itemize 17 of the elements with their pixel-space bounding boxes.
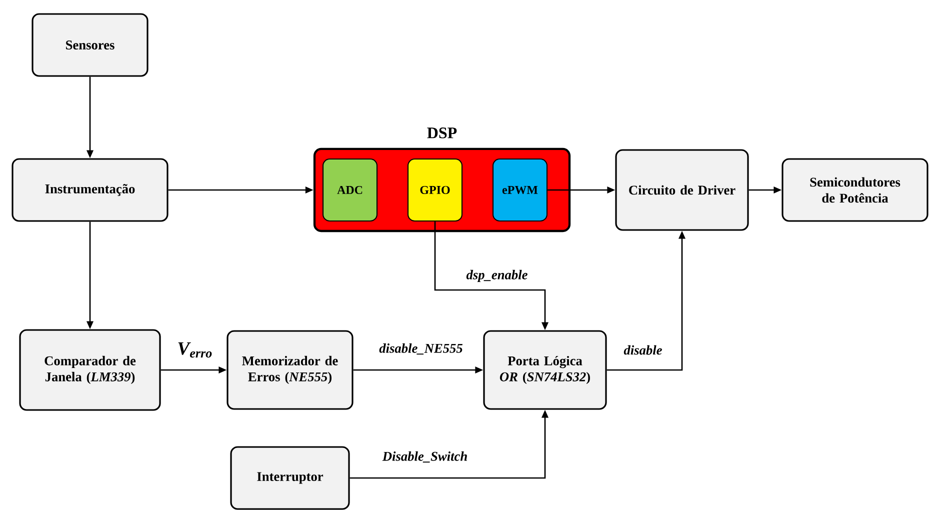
node-label: DSP	[427, 128, 457, 138]
module-box: ADC	[322, 158, 378, 222]
process-box: Interruptor	[230, 446, 350, 510]
process-box: Memorizador de Erros (NE555)	[226, 330, 354, 410]
module-box: GPIO	[407, 158, 463, 222]
edge-label: dsp_enable	[464, 268, 530, 284]
process-box: Circuito de Driver	[615, 149, 749, 231]
module-box: ePWM	[492, 158, 548, 222]
edge-label: disable	[622, 344, 664, 356]
edge-label: disable_NE555	[378, 342, 464, 356]
process-box: Comparador de Janela (LM339)	[19, 329, 161, 411]
edge-label: Disable_Switch	[381, 450, 469, 464]
edge-label: V$_{erro}$	[176, 341, 214, 359]
process-box: Instrumentação	[12, 158, 168, 222]
process-box: Sensores	[32, 13, 148, 77]
process-box: Porta Lógica OR (SN74LS32)	[483, 330, 607, 410]
process-box: Semicondutores de Potência	[782, 158, 928, 222]
